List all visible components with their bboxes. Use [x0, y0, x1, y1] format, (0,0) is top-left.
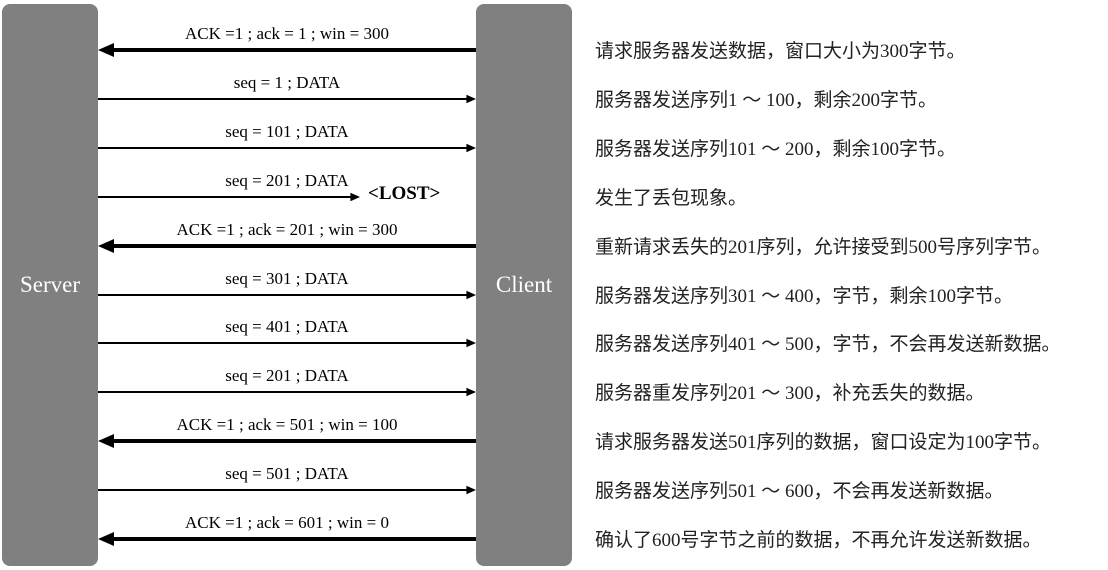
- arrow-head: [466, 290, 476, 300]
- arrow-head: [466, 143, 476, 153]
- arrow-head: [466, 387, 476, 397]
- arrow-head: [98, 239, 114, 253]
- message-label: seq = 201 ; DATA: [225, 366, 349, 385]
- step-description: 服务器发送序列501 ～ 600，不会再发送新数据。: [595, 481, 1004, 502]
- message-label: seq = 101 ; DATA: [225, 122, 349, 141]
- client-label: Client: [495, 272, 553, 297]
- message-label: seq = 501 ; DATA: [225, 464, 349, 483]
- step-description: 确认了600号字节之前的数据，不再允许发送新数据。: [595, 530, 1042, 551]
- client-bar: Client: [476, 4, 572, 566]
- message-label: seq = 1 ; DATA: [233, 73, 341, 92]
- arrow-head: [98, 434, 114, 448]
- message-label: seq = 301 ; DATA: [225, 269, 349, 288]
- message-label: seq = 401 ; DATA: [225, 317, 349, 336]
- step-description: 服务器发送序列1 ～ 100，剩余200字节。: [595, 90, 938, 111]
- step-description: 服务器发送序列101 ～ 200，剩余100字节。: [595, 139, 957, 160]
- step-description: 服务器重发序列201 ～ 300，补充丢失的数据。: [595, 383, 985, 404]
- server-label: Server: [19, 272, 81, 297]
- step-description: 请求服务器发送501序列的数据，窗口设定为100字节。: [595, 432, 1052, 453]
- arrow-head: [350, 192, 360, 202]
- arrow-head: [98, 43, 114, 57]
- message-label: ACK =1 ; ack = 601 ; win = 0: [185, 513, 389, 532]
- arrow-head: [466, 94, 476, 104]
- step-description: 服务器发送序列401 ～ 500，字节，不会再发送新数据。: [595, 334, 1061, 355]
- message-label: seq = 201 ; DATA: [225, 171, 349, 190]
- step-description: 发生了丢包现象。: [595, 188, 748, 209]
- arrow-head: [466, 338, 476, 348]
- message-label: ACK =1 ; ack = 1 ; win = 300: [185, 24, 389, 43]
- server-bar: Server: [2, 4, 98, 566]
- step-description: 服务器发送序列301 ～ 400，字节，剩余100字节。: [595, 286, 1014, 307]
- step-description: 重新请求丢失的201序列，允许接受到500号序列字节。: [595, 237, 1052, 258]
- arrow-head: [466, 485, 476, 495]
- message-label: ACK =1 ; ack = 201 ; win = 300: [176, 220, 398, 239]
- arrow-head: [98, 532, 114, 546]
- step-description: 请求服务器发送数据，窗口大小为300字节。: [595, 41, 966, 62]
- message-label: ACK =1 ; ack = 501 ; win = 100: [176, 415, 398, 434]
- lost-label: <LOST>: [368, 183, 441, 204]
